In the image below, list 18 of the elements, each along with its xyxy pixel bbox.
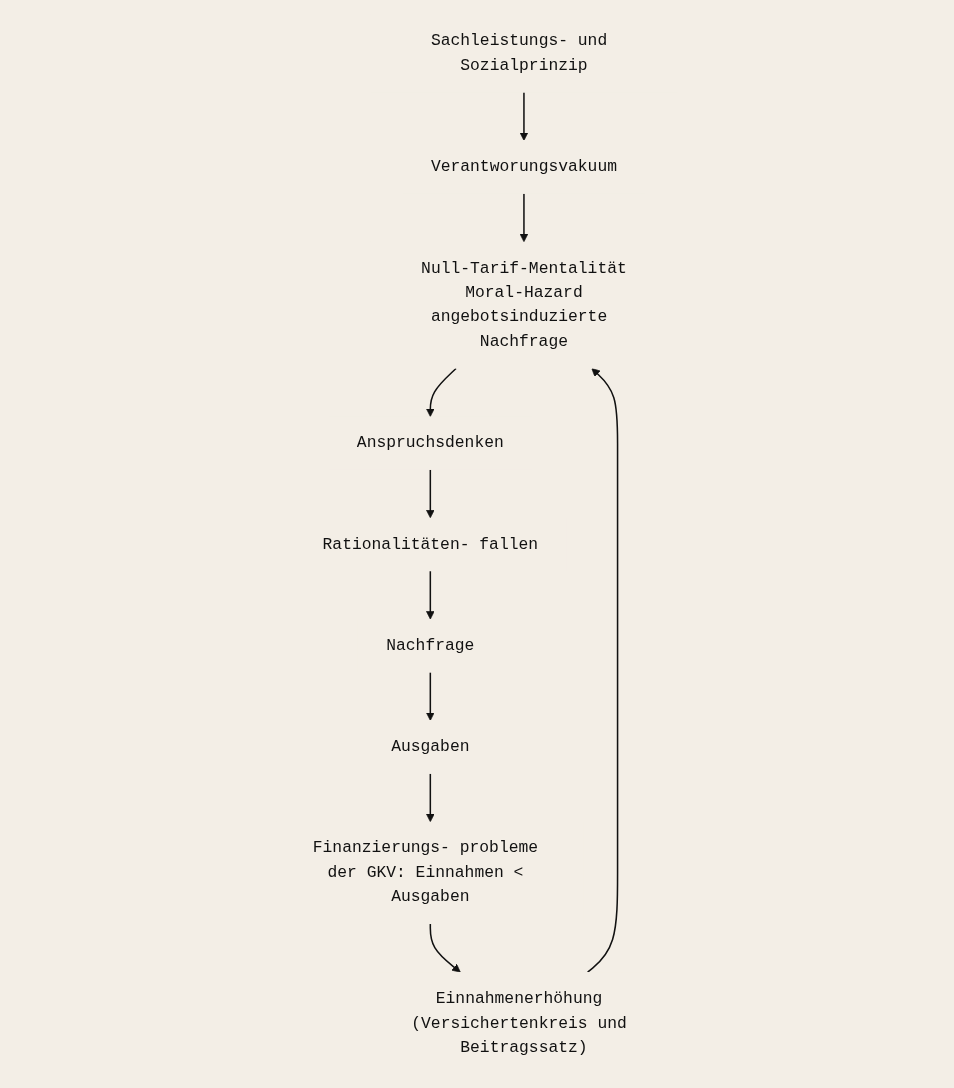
arrow bbox=[586, 367, 619, 973]
arrow bbox=[519, 91, 529, 141]
arrow bbox=[425, 569, 435, 620]
arrow bbox=[425, 367, 457, 417]
node-text: Finanzierungs- probleme der GKV: Einnahmen < Ausgaben bbox=[312, 838, 538, 906]
node-text: Rationalitäten- fallen bbox=[322, 534, 538, 553]
node-text: Null-Tarif-Mentalität Moral-Hazard angebotsinduzierte Nachfrage bbox=[420, 258, 627, 351]
arrow bbox=[425, 772, 435, 822]
arrow bbox=[519, 192, 529, 242]
node-text: Ausgaben bbox=[390, 737, 470, 756]
arrow bbox=[429, 922, 461, 972]
node-text: Anspruchsdenken bbox=[356, 433, 504, 452]
node-text: Sachleistungs- und Sozialprinzip bbox=[430, 31, 608, 75]
arrow bbox=[425, 468, 435, 518]
node-text: Nachfrage bbox=[386, 635, 475, 655]
arrow bbox=[425, 671, 435, 721]
node-text: Einnahmenerhöhung (Versichertenkreis und Beitragssatz) bbox=[411, 988, 627, 1057]
node-text: Verantworungsvakuum bbox=[430, 157, 617, 176]
